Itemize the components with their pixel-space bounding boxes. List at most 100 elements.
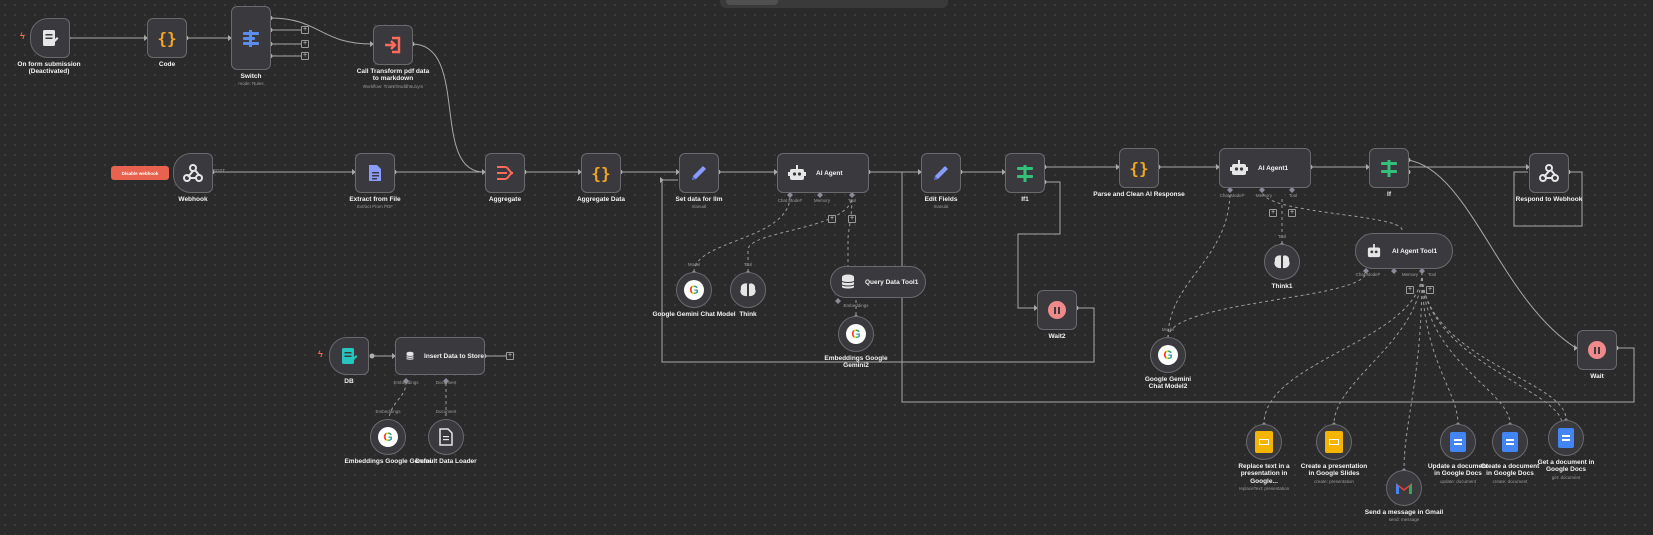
node-think1[interactable] xyxy=(1264,244,1300,280)
pause-icon xyxy=(1588,341,1606,359)
node-code[interactable]: {} xyxy=(147,18,187,58)
google-docs-icon xyxy=(1450,432,1466,452)
add-tool-button[interactable]: + xyxy=(1426,286,1434,294)
webhook-icon xyxy=(1539,164,1559,182)
pencil-icon xyxy=(934,166,948,180)
node-replace-text-slides[interactable] xyxy=(1246,424,1282,460)
add-memory-button[interactable]: + xyxy=(1406,286,1414,294)
port-label: Memory xyxy=(813,198,831,203)
code-braces-icon: {} xyxy=(591,163,611,183)
node-if[interactable] xyxy=(1369,148,1409,188)
port-label: Embeddings xyxy=(375,409,401,414)
port-label: Tool xyxy=(1277,234,1287,239)
code-braces-icon: {} xyxy=(157,28,177,48)
node-label: If1 xyxy=(1021,196,1029,203)
gmail-icon xyxy=(1396,483,1412,494)
node-gemini-chat-model2[interactable]: G xyxy=(1150,337,1186,373)
google-icon: G xyxy=(684,280,704,300)
connection-switch-call[interactable] xyxy=(269,17,373,45)
node-default-data-loader[interactable] xyxy=(428,419,464,455)
add-node-button[interactable]: + xyxy=(301,52,309,60)
node-label: Webhook xyxy=(178,196,208,203)
node-wait[interactable] xyxy=(1577,330,1617,370)
node-aggregate[interactable] xyxy=(485,153,525,193)
add-node-button[interactable]: + xyxy=(301,40,309,48)
add-memory-button[interactable]: + xyxy=(1269,209,1277,217)
extract-file-icon xyxy=(369,165,381,181)
add-node-button[interactable]: + xyxy=(506,352,514,360)
node-label: Embeddings Google Gemini2 xyxy=(824,355,888,370)
node-if1[interactable] xyxy=(1005,153,1045,193)
node-embeddings-gemini2[interactable]: G xyxy=(838,316,874,352)
connection-call-aggregate[interactable] xyxy=(411,43,485,173)
node-create-doc[interactable] xyxy=(1492,424,1528,460)
node-edit-fields[interactable] xyxy=(921,153,961,193)
node-label: Wait2 xyxy=(1048,333,1066,340)
database-icon xyxy=(841,274,855,289)
connection-if-wait[interactable] xyxy=(1407,159,1577,349)
port-label: Tool xyxy=(1427,272,1437,277)
node-parse-clean[interactable]: {} xyxy=(1119,148,1159,188)
node-ai-agent-tool1[interactable]: AI Agent Tool1 xyxy=(1355,233,1453,269)
node-aggregate-data[interactable]: {} xyxy=(581,153,621,193)
switch-icon xyxy=(243,30,259,47)
node-respond-webhook[interactable] xyxy=(1529,153,1569,193)
port-label: POST xyxy=(212,168,226,173)
execute-workflow-icon xyxy=(385,36,401,54)
connection-wait-editfields[interactable] xyxy=(901,172,1635,403)
node-get-doc[interactable] xyxy=(1548,420,1584,456)
port-label: Embeddings xyxy=(393,380,419,385)
node-gemini-chat-model[interactable]: G xyxy=(676,272,712,308)
canvas-top-toolbar[interactable] xyxy=(720,0,948,8)
warning-badge[interactable]: Disable webhook xyxy=(111,166,169,180)
google-docs-icon xyxy=(1558,428,1574,448)
connection-respond-loop[interactable] xyxy=(1513,171,1583,227)
add-node-button[interactable]: + xyxy=(301,26,309,34)
node-wait2[interactable] xyxy=(1037,290,1077,330)
connection-if1-wait2[interactable] xyxy=(1017,181,1061,309)
node-create-presentation[interactable] xyxy=(1316,424,1352,460)
node-switch[interactable] xyxy=(231,6,271,70)
google-slides-icon xyxy=(1325,431,1343,453)
node-label: Parse and Clean AI Response xyxy=(1093,191,1185,198)
toolbar-segment[interactable] xyxy=(726,0,778,5)
node-ai-agent[interactable]: AI Agent xyxy=(777,153,869,193)
node-think[interactable] xyxy=(730,272,766,308)
node-extract-from-file[interactable] xyxy=(355,153,395,193)
node-call-transform[interactable] xyxy=(373,25,413,65)
port-label: Chat Model* xyxy=(777,198,803,203)
node-set-data[interactable] xyxy=(679,153,719,193)
brain-icon xyxy=(1274,255,1290,269)
node-ai-agent1[interactable]: AI Agent1 xyxy=(1219,148,1311,188)
port-label: Embeddings xyxy=(843,303,869,308)
node-form-trigger[interactable] xyxy=(30,18,70,58)
port-label: Tool xyxy=(743,262,753,267)
node-query-data-tool[interactable]: Query Data Tool1 xyxy=(830,266,926,298)
connection-wait2-setdata[interactable] xyxy=(661,179,1095,363)
node-label: On form submission(Deactivated) xyxy=(17,61,81,76)
node-label: DB xyxy=(344,378,354,385)
port-label: Chat Model* xyxy=(1219,193,1245,198)
add-memory-button[interactable]: + xyxy=(828,215,836,223)
node-update-doc[interactable] xyxy=(1440,424,1476,460)
node-db[interactable] xyxy=(329,337,369,375)
node-embeddings-gemini[interactable]: G xyxy=(370,419,406,455)
node-insert-data-store[interactable]: Insert Data to Store xyxy=(395,337,485,375)
add-tool-button[interactable]: + xyxy=(848,215,856,223)
node-webhook[interactable] xyxy=(173,153,213,193)
node-label: Code xyxy=(158,61,176,68)
add-tool-button[interactable]: + xyxy=(1288,209,1296,217)
port-label: Chat Model* xyxy=(1355,272,1381,277)
node-send-gmail[interactable] xyxy=(1386,470,1422,506)
form-icon xyxy=(43,30,59,46)
node-label: Aggregate Data xyxy=(576,196,626,203)
